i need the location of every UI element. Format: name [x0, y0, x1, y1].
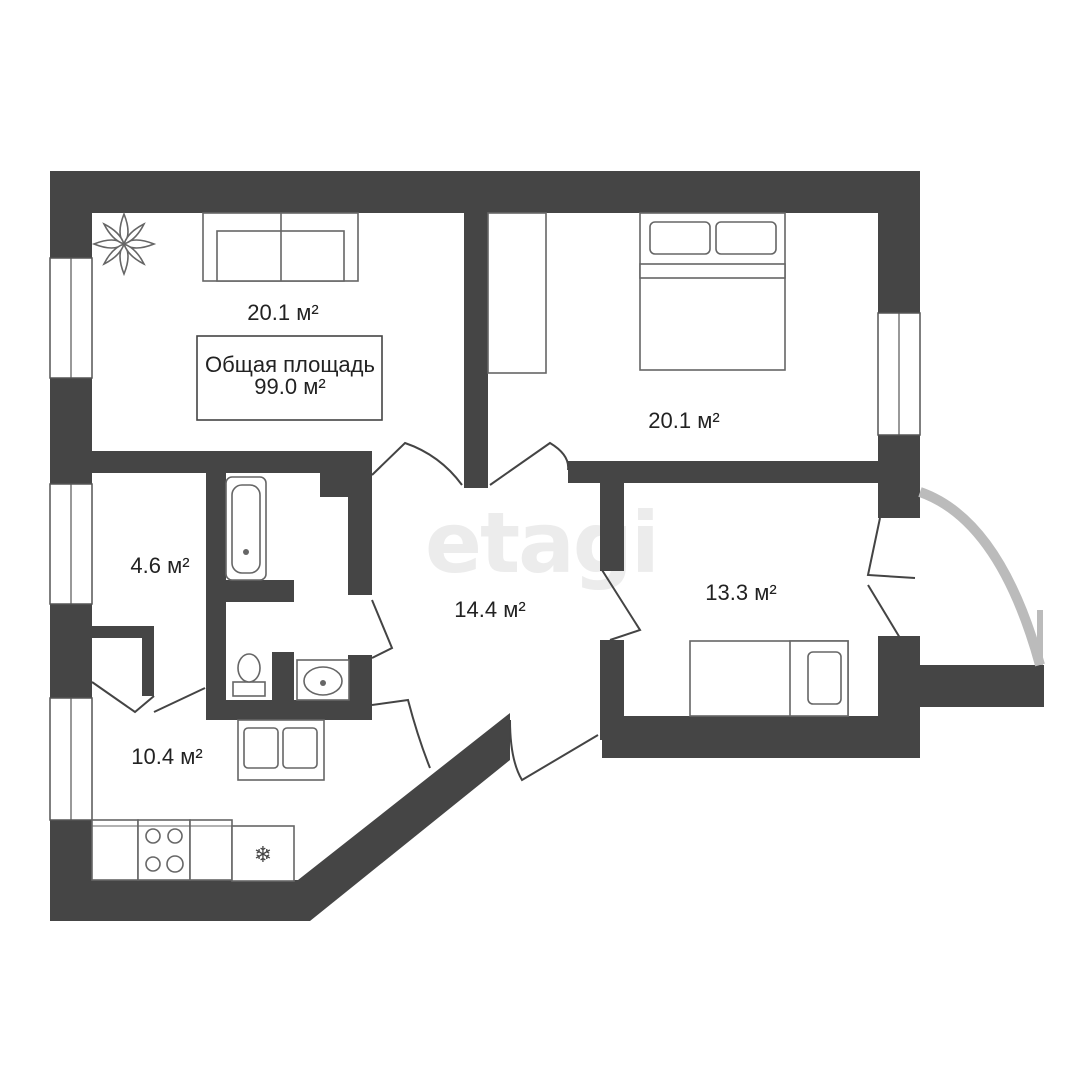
living-room-area: 20.1 м²: [247, 300, 318, 325]
kitchen-area: 10.4 м²: [131, 744, 202, 769]
storage-area: 4.6 м²: [130, 553, 189, 578]
sink-icon: [296, 659, 350, 701]
total-area-box: [196, 335, 383, 421]
kitchen-counter: [91, 819, 233, 881]
fridge-icon: ❄: [231, 825, 295, 882]
double-bed-icon: [639, 212, 786, 371]
windows: [49, 257, 921, 821]
bedroom-area: 20.1 м²: [648, 408, 719, 433]
stove-icon: [145, 828, 184, 873]
kitchen-sink-icon: [237, 719, 325, 781]
furniture: ❄: [91, 211, 849, 882]
bathtub-icon: [225, 476, 267, 581]
balcony-railing: [918, 487, 1045, 667]
single-bed-icon: [689, 640, 849, 717]
plant-icon: [91, 211, 157, 277]
total-area-value: 99.0 м²: [254, 374, 325, 399]
total-area-title: Общая площадь: [205, 352, 375, 377]
svg-text:❄: ❄: [254, 843, 272, 868]
wardrobe: [487, 212, 547, 374]
hall-area: 14.4 м²: [454, 597, 525, 622]
toilet-icon: [232, 653, 266, 697]
sofa-icon: [202, 212, 359, 282]
child-room-area: 13.3 м²: [705, 580, 776, 605]
walls: [50, 171, 1044, 921]
doors: [91, 441, 916, 782]
